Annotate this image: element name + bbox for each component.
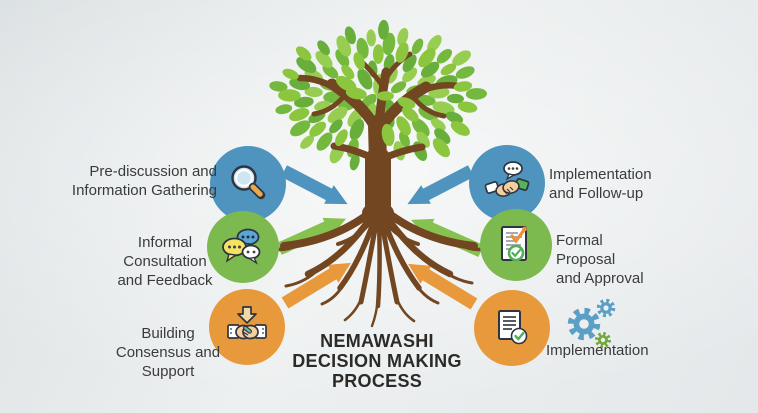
label-implementation: Implementation: [546, 342, 649, 359]
document-check-badge-icon: [498, 310, 528, 345]
label-implementation-followup: Implementation and Follow-up: [549, 166, 652, 202]
page-title: NEMAWASHI DECISION MAKING PROCESS: [292, 331, 462, 391]
label-informal-consultation: Informal Consultation and Feedback: [117, 234, 213, 289]
informal-consultation-badge: [207, 211, 279, 283]
label-pre-discussion: Pre-discussion and Information Gathering: [71, 163, 217, 199]
arrow-building-consensus: [281, 262, 351, 309]
building-consensus-badge: [209, 289, 285, 365]
handshake-agreement-icon: [227, 306, 267, 340]
document-check-icon: [501, 226, 527, 262]
label-building-consensus: Building Consensus and Support: [115, 325, 221, 380]
implementation-badge: [474, 290, 550, 366]
label-formal-proposal: Formal Proposal and Approval: [556, 232, 644, 287]
gears-icon: [567, 298, 616, 348]
handshake-chat-icon: [484, 161, 530, 197]
implementation-followup-badge: [469, 145, 545, 221]
nemawashi-tree-illustration: [264, 19, 494, 328]
arrow-implementation-followup: [407, 165, 475, 205]
formal-proposal-badge: [480, 209, 552, 281]
arrow-pre-discussion: [280, 165, 348, 205]
pre-discussion-badge: [210, 146, 286, 222]
arrow-implementation: [408, 263, 478, 310]
magnifier-icon: [231, 165, 266, 200]
speech-bubbles-icon: [222, 228, 261, 265]
tree-roots: [264, 204, 494, 328]
